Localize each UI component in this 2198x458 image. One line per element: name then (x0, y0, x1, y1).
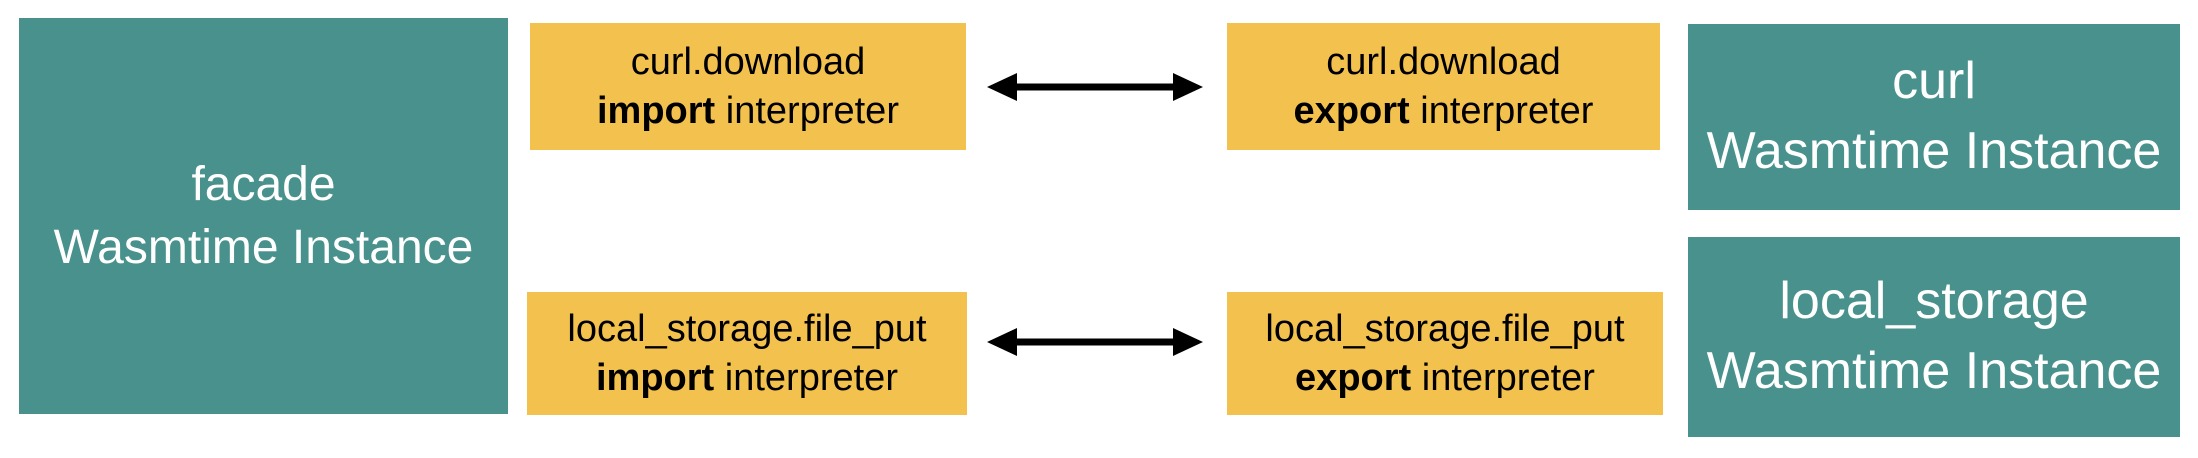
interpreter-word: interpreter (1420, 89, 1594, 132)
curl-download-import-interpreter-box: curl.download import interpreter (530, 23, 966, 150)
local-storage-instance-box: local_storage Wasmtime Instance (1688, 237, 2180, 437)
export-keyword: export (1295, 356, 1412, 399)
function-name: curl.download (1326, 41, 1561, 84)
instance-name: local_storage (1779, 272, 2089, 331)
instance-type: Wasmtime Instance (1706, 342, 2162, 400)
instance-name: curl (1892, 52, 1976, 111)
function-name: local_storage.file_put (1265, 308, 1625, 351)
function-name: curl.download (630, 41, 866, 84)
instance-name: facade (191, 157, 336, 211)
facade-instance-box: facade Wasmtime Instance (19, 18, 508, 414)
bidirectional-arrow (987, 328, 1203, 356)
export-keyword: export (1293, 89, 1410, 132)
interpreter-word: interpreter (724, 356, 898, 399)
local-storage-file-put-export-interpreter-box: local_storage.file_put export interprete… (1227, 292, 1663, 415)
local-storage-file-put-import-interpreter-box: local_storage.file_put import interprete… (527, 292, 967, 415)
instance-type: Wasmtime Instance (53, 221, 474, 274)
curl-download-export-interpreter-box: curl.download export interpreter (1227, 23, 1660, 150)
instance-type: Wasmtime Instance (1706, 122, 2162, 180)
function-name: local_storage.file_put (567, 308, 927, 351)
interpreter-label: import interpreter (596, 354, 898, 402)
interpreter-label: export interpreter (1295, 354, 1595, 402)
interpreter-word: interpreter (1421, 356, 1595, 399)
import-keyword: import (596, 356, 715, 399)
bidirectional-arrow (987, 73, 1203, 101)
interpreter-label: import interpreter (597, 87, 899, 135)
interpreter-word: interpreter (725, 89, 899, 132)
curl-instance-box: curl Wasmtime Instance (1688, 24, 2180, 210)
interpreter-label: export interpreter (1294, 87, 1594, 135)
import-keyword: import (597, 89, 716, 132)
